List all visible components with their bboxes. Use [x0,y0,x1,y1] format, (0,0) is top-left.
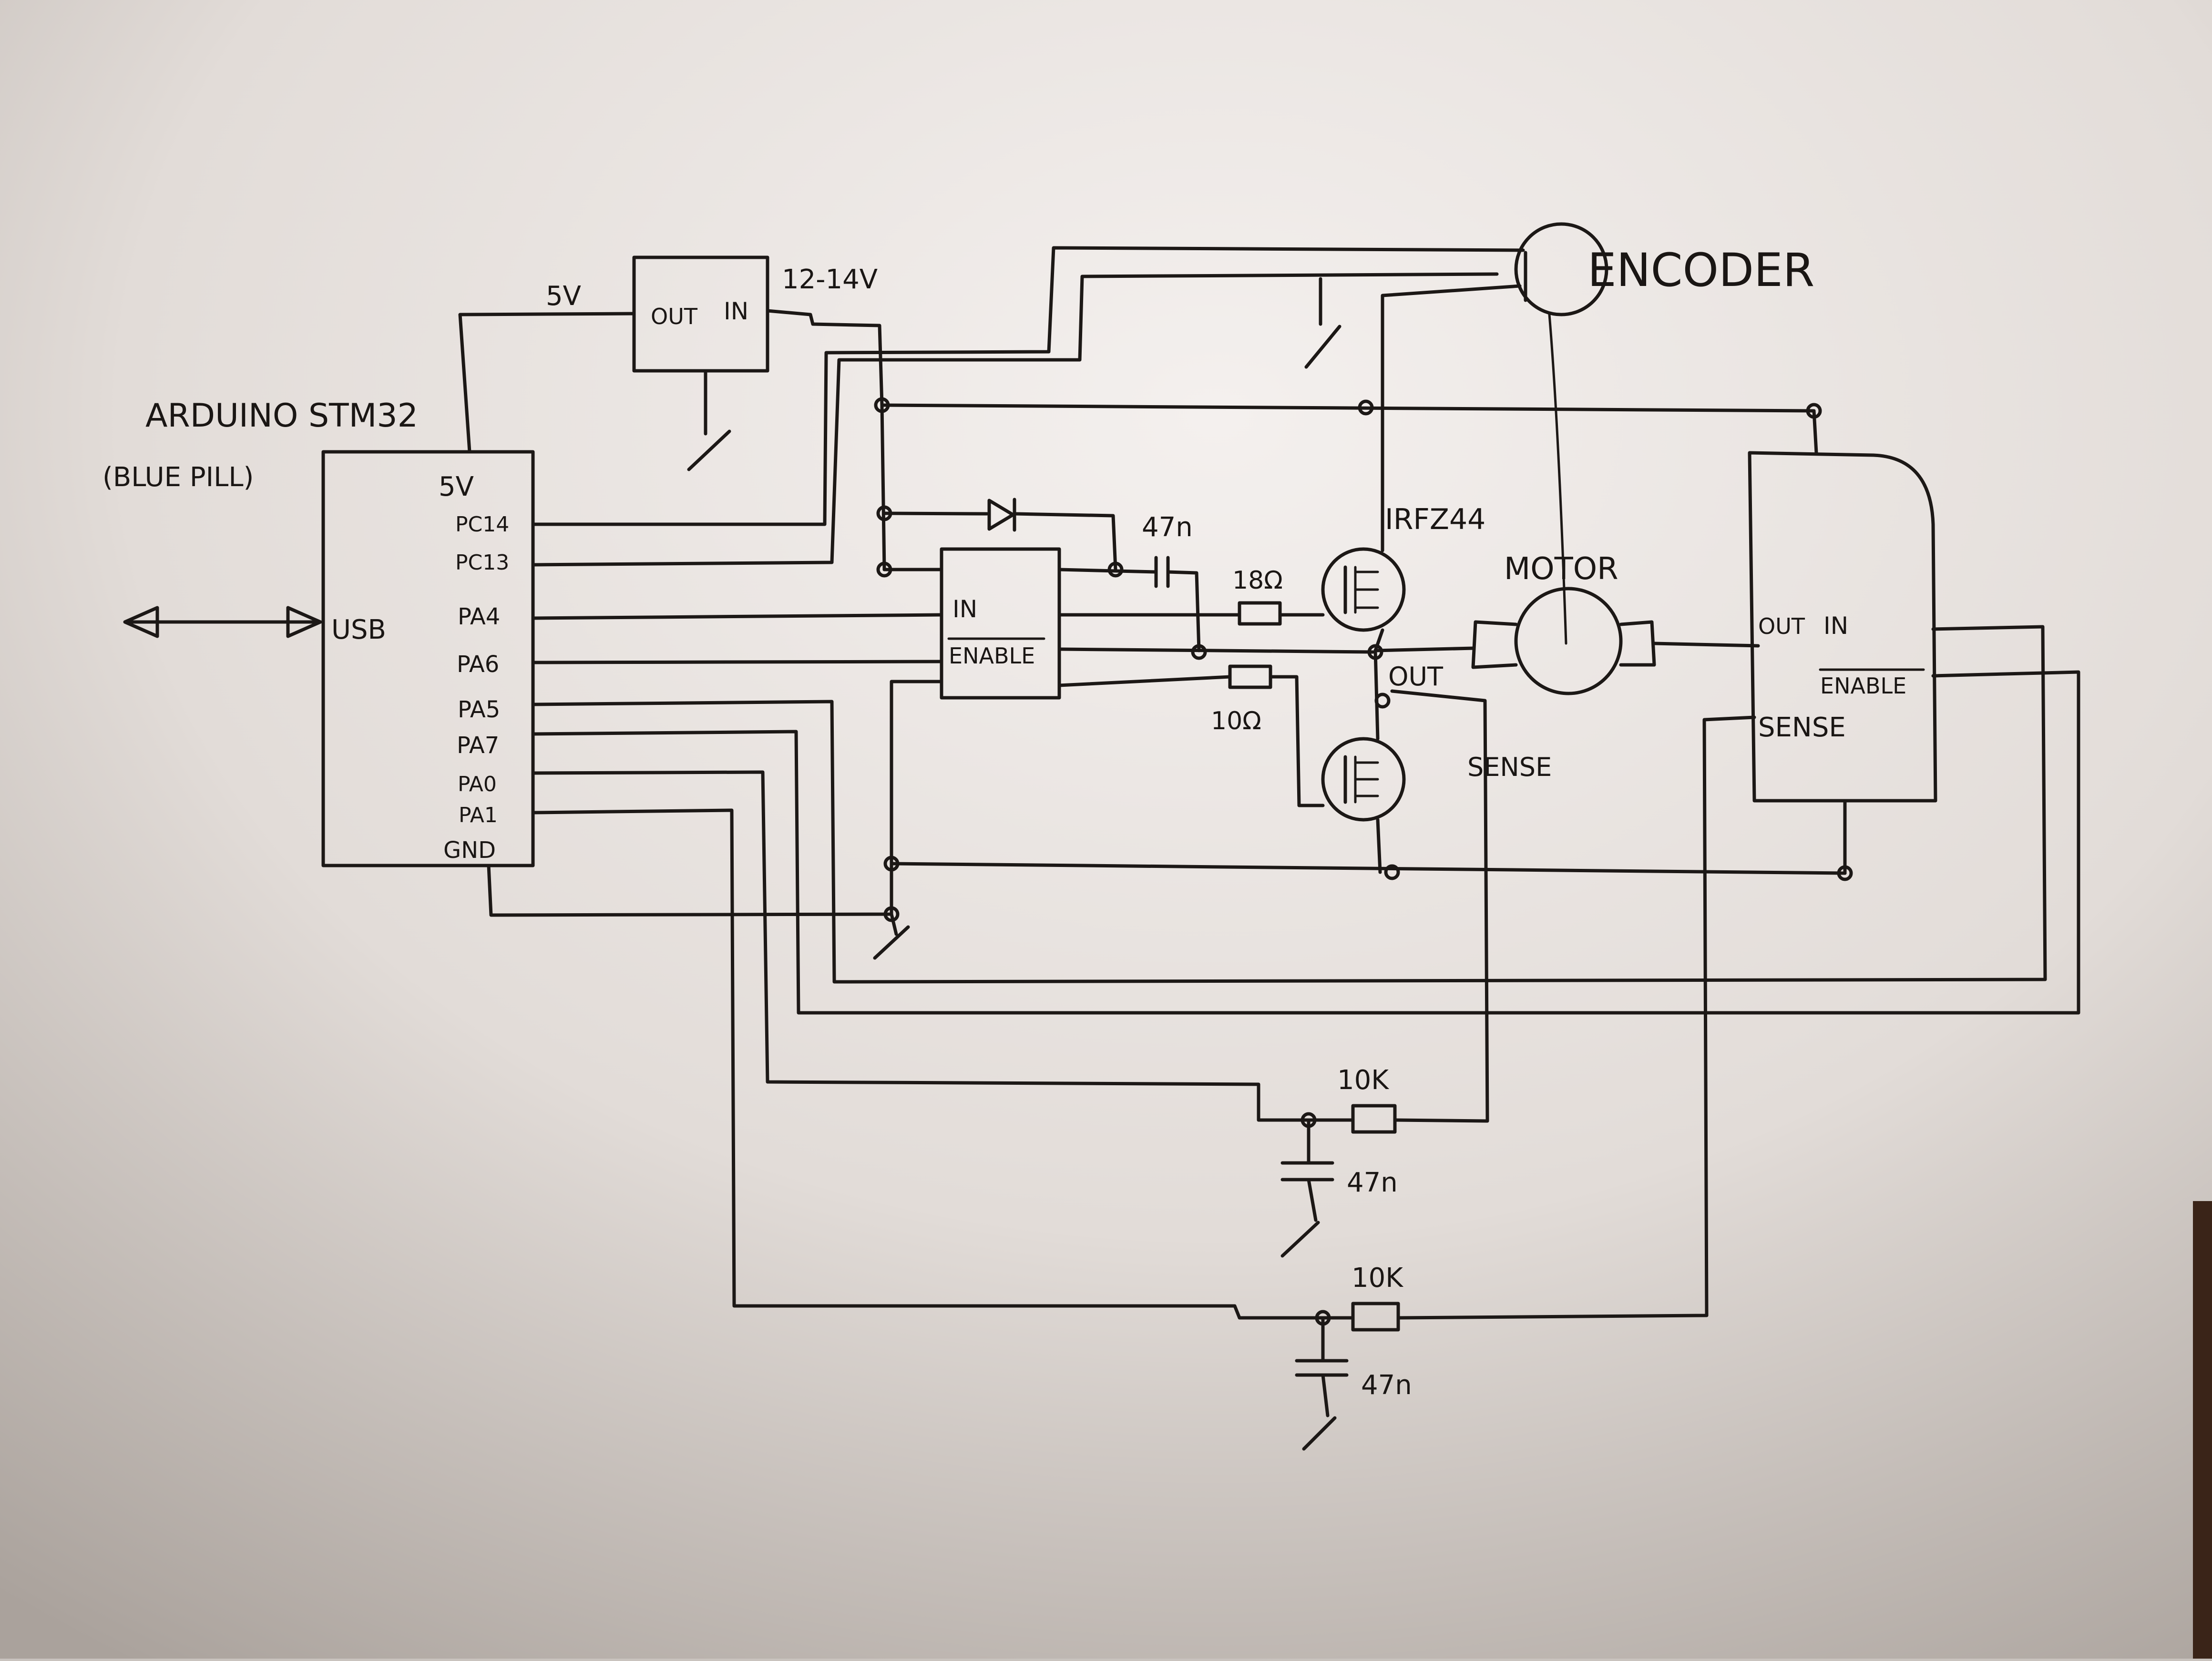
junction-dot [874,397,890,413]
filter1-resistor-label: 10K [1337,1065,1389,1096]
junction-dot [1384,864,1400,880]
junction-dot [1301,1112,1317,1128]
usb-arrow [123,606,322,638]
motor-label: MOTOR [1504,551,1618,587]
junction-dot [1367,644,1383,660]
mcu-pin-pa6: PA6 [457,651,499,678]
mcu-pin-usb: USB [331,614,386,645]
driver-in-label: IN [952,595,977,623]
junctions [874,397,1853,1326]
junction-dot [883,856,900,872]
regulator-supply-label: 12-14V [782,264,878,295]
junction-dot [1315,1310,1331,1326]
gate-resistor-label: 18Ω [1232,566,1283,595]
mcu-pin-pa7: PA7 [457,732,499,759]
mcu-title: ARDUINO STM32 [145,397,418,435]
mcu-subtitle: (BLUE PILL) [102,462,254,493]
junction-dot [1358,399,1374,416]
upper-mosfet-icon [1321,547,1406,632]
driver-block: IN ENABLE [940,547,1061,700]
junction-dot [1191,644,1207,660]
sense-label: SENSE [1467,752,1552,782]
right-driver-out-label: OUT [1758,613,1805,639]
mcu-pin-pa5: PA5 [458,696,500,723]
encoder-symbol [1514,222,1608,316]
motor-icon [1514,587,1623,695]
junction-dot [876,505,892,521]
junction-dot [1374,693,1391,709]
table-edge [2193,1201,2212,1659]
filter1-block: 10K 47n [1280,1065,1398,1198]
mosfet-label: IRFZ44 [1385,503,1485,536]
filter2-cap-label: 47n [1361,1370,1412,1401]
out-node-label: OUT [1388,662,1444,692]
mcu-pin-5v: 5V [439,471,474,502]
right-driver-in-label: IN [1823,612,1848,640]
lower-mosfet-icon [1321,737,1406,822]
right-driver-block: OUT IN ENABLE SENSE [1748,451,1937,803]
junction-dot [876,561,892,578]
driver-box [940,547,1061,700]
driver-enable-label: ENABLE [949,643,1035,669]
encoder-block: ENCODER [1514,222,1814,316]
mcu-pin-pc13: PC13 [455,550,509,575]
arrow-right-icon [286,606,322,638]
regulator-5v-label: 5V [546,281,581,312]
regulator-block: OUT IN 5V 12-14V [546,255,878,373]
filter2-resistor-label: 10K [1352,1263,1403,1294]
mcu-pin-pa0: PA0 [458,772,497,796]
junction-dot [1806,403,1822,419]
diode-icon [987,499,1015,531]
wires [458,246,2080,1451]
regulator-out-label: OUT [651,304,698,329]
right-driver-box [1748,451,1937,803]
junction-dot [883,906,900,922]
motor-block: MOTOR [1471,551,1656,695]
junction-dot [1107,561,1124,578]
right-driver-enable-label: ENABLE [1820,673,1906,699]
encoder-label: ENCODER [1587,244,1814,297]
bootstrap-cap-label: 47n [1142,512,1193,543]
right-driver-sense-label: SENSE [1758,712,1846,743]
arrow-left-icon [123,606,159,638]
high-side-block: 47n 18Ω 10Ω IRFZ44 OUT SENSE [987,498,1552,822]
mcu-box [321,450,535,867]
mcu-pin-gnd: GND [443,837,496,864]
mcu-pin-pa4: PA4 [458,603,500,630]
mcu-block: ARDUINO STM32 (BLUE PILL) 5V PC14 PC13 P… [102,397,535,867]
lower-resistor-label: 10Ω [1211,707,1261,735]
mcu-pin-pa1: PA1 [459,803,498,827]
junction-dot [1837,865,1853,881]
regulator-in-label: IN [724,297,748,325]
mcu-pin-pc14: PC14 [455,512,509,537]
filter1-cap-label: 47n [1347,1167,1398,1198]
filter2-block: 10K 47n [1295,1263,1412,1401]
